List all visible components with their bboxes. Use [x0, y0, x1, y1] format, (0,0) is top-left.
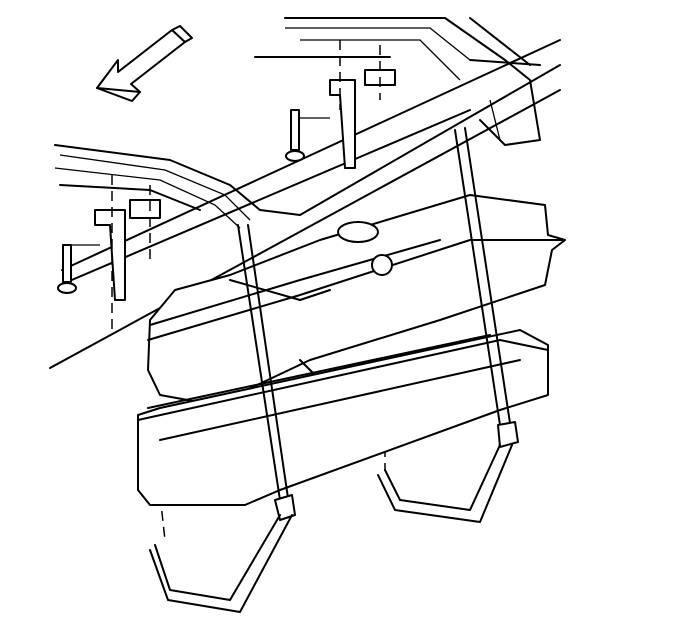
bolt-icon — [285, 109, 330, 162]
frame-rail-right — [284, 17, 541, 146]
bolt-icon — [57, 244, 100, 294]
fuel-tank-shield — [137, 329, 549, 506]
crossmember — [49, 39, 561, 369]
fuel-tank — [147, 194, 566, 406]
front-direction-arrow-icon — [96, 25, 193, 102]
bracket-left — [94, 199, 161, 301]
frame-rail-left — [54, 144, 301, 229]
fuel-tank-strap-right — [377, 127, 519, 523]
fuel-tank-strap-left — [149, 224, 296, 613]
